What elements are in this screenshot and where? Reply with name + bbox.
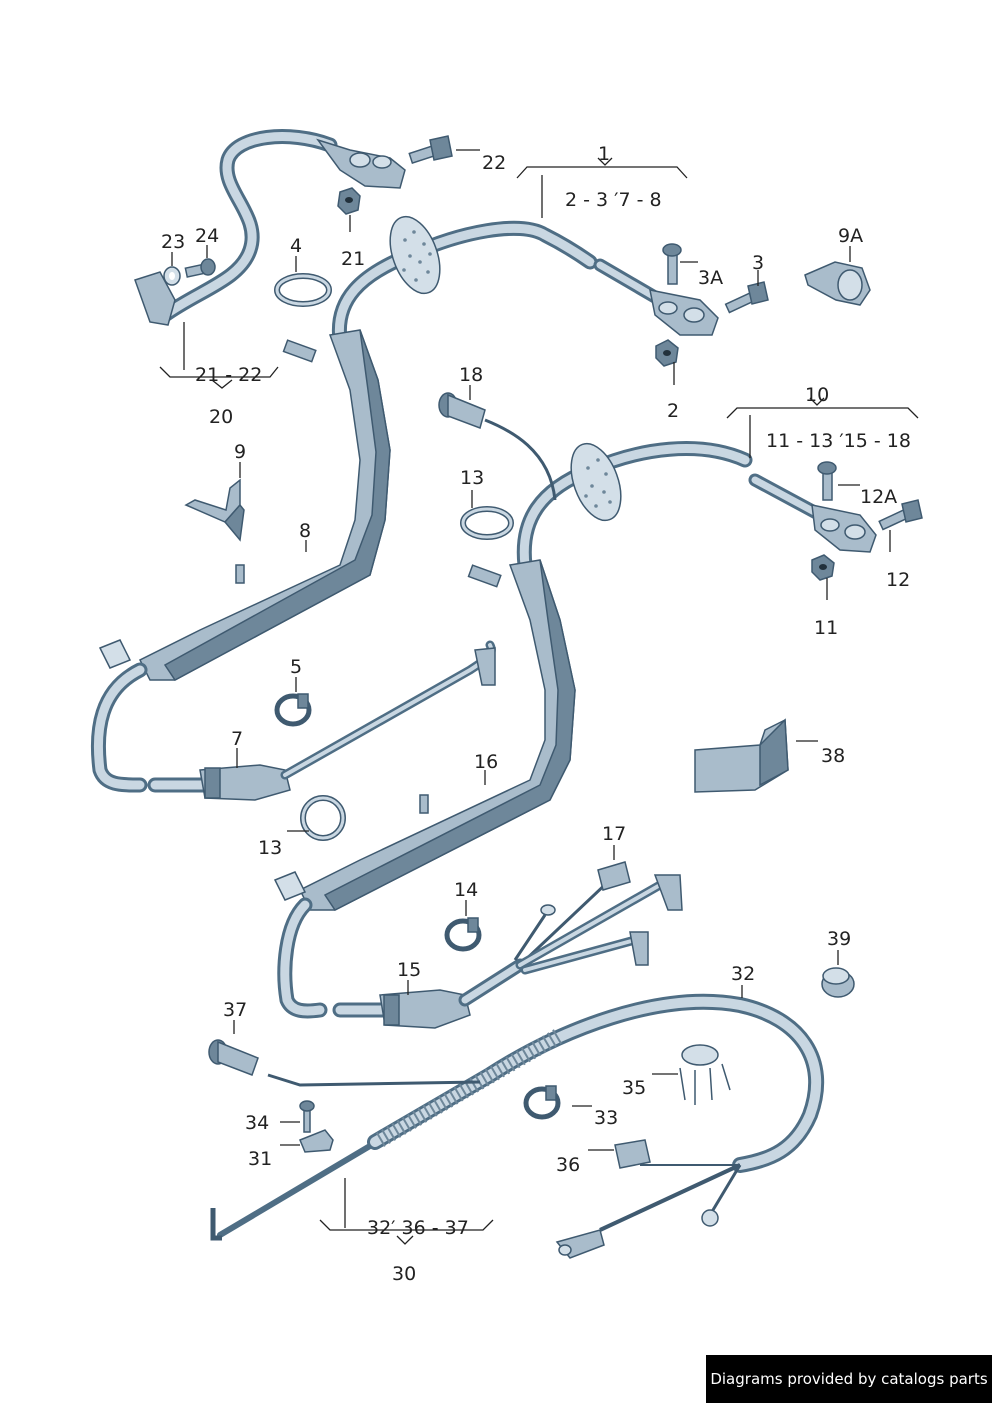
hose-15 — [277, 897, 471, 1029]
callout-labels: 1 2 - 3 ′7 - 8 2 3 3A 4 5 7 8 9 9A 10 11… — [161, 143, 911, 1285]
callout-2: 2 — [667, 400, 679, 422]
callout-11: 11 — [814, 617, 838, 639]
leader-lines — [159, 149, 919, 1245]
callout-9: 9 — [234, 441, 246, 463]
cable-30 — [210, 993, 825, 1259]
bolt-3A — [662, 243, 682, 285]
plate-38 — [694, 718, 789, 793]
clamp-5 — [274, 693, 312, 727]
cable-20 — [134, 129, 406, 326]
callout-4: 4 — [290, 235, 302, 257]
connector-36 — [614, 1139, 651, 1169]
attribution-banner: Diagrams provided by catalogs parts — [706, 1355, 992, 1403]
callout-5: 5 — [290, 656, 302, 678]
clamp-13a — [300, 795, 346, 841]
callout-14: 14 — [454, 879, 478, 901]
harness-17 — [458, 861, 683, 1007]
callout-17: 17 — [602, 823, 626, 845]
callout-20: 20 — [209, 406, 233, 428]
callout-22: 22 — [482, 152, 506, 174]
callout-1: 1 — [598, 143, 610, 165]
callout-10-range: 11 - 13 ′15 - 18 — [766, 430, 911, 452]
callout-36: 36 — [556, 1154, 580, 1176]
callout-34: 34 — [245, 1112, 269, 1134]
callout-10: 10 — [805, 384, 829, 406]
callout-7: 7 — [231, 728, 243, 750]
callout-3: 3 — [752, 252, 764, 274]
callout-16: 16 — [474, 751, 498, 773]
callout-13b: 13 — [460, 467, 484, 489]
callout-33: 33 — [594, 1107, 618, 1129]
callout-20-range: 21 - 22 — [195, 364, 262, 386]
callout-31: 31 — [248, 1148, 272, 1170]
callout-1-range: 2 - 3 ′7 - 8 — [565, 189, 662, 211]
callout-3A: 3A — [698, 267, 723, 289]
sensor-18 — [438, 392, 557, 501]
callout-23: 23 — [161, 231, 185, 253]
callout-12A: 12A — [860, 486, 897, 508]
callout-18: 18 — [459, 364, 483, 386]
callout-37: 37 — [223, 999, 247, 1021]
callout-13a: 13 — [258, 837, 282, 859]
nut-21 — [337, 187, 361, 215]
rail-16 — [273, 559, 576, 911]
callout-21: 21 — [341, 248, 365, 270]
clip-31-screw-34 — [299, 1100, 334, 1153]
callout-39: 39 — [827, 928, 851, 950]
callout-8: 8 — [299, 520, 311, 542]
attribution-text: Diagrams provided by catalogs parts — [710, 1370, 988, 1388]
rail-8 — [98, 329, 391, 681]
nut-2 — [655, 339, 679, 367]
callout-9A: 9A — [838, 225, 863, 247]
callout-30-range: 32′ 36 - 37 — [367, 1217, 469, 1239]
washer-23-bolt-24 — [163, 258, 216, 286]
bolt-12A — [817, 461, 837, 501]
bolt-3 — [724, 281, 769, 314]
callout-15: 15 — [397, 959, 421, 981]
bolt-22 — [408, 135, 453, 164]
callout-32: 32 — [731, 963, 755, 985]
callout-35: 35 — [622, 1077, 646, 1099]
cable-10 — [516, 441, 877, 573]
nut-11 — [811, 554, 835, 581]
callout-30: 30 — [392, 1263, 416, 1285]
clip-9A — [804, 261, 871, 306]
bracket-9 — [184, 478, 245, 542]
callout-12: 12 — [886, 569, 910, 591]
callout-24: 24 — [195, 225, 219, 247]
callout-38: 38 — [821, 745, 845, 767]
bolt-12 — [878, 499, 923, 531]
clamp-33 — [523, 1085, 561, 1120]
clamp-13b — [460, 506, 514, 540]
clamp-14 — [444, 917, 482, 952]
cap-39 — [821, 967, 855, 998]
hose-7 — [90, 640, 496, 801]
holder-35 — [679, 1044, 731, 1105]
sensor-37 — [208, 1039, 259, 1076]
clamp-4 — [274, 273, 332, 307]
cable-1 — [331, 215, 719, 348]
